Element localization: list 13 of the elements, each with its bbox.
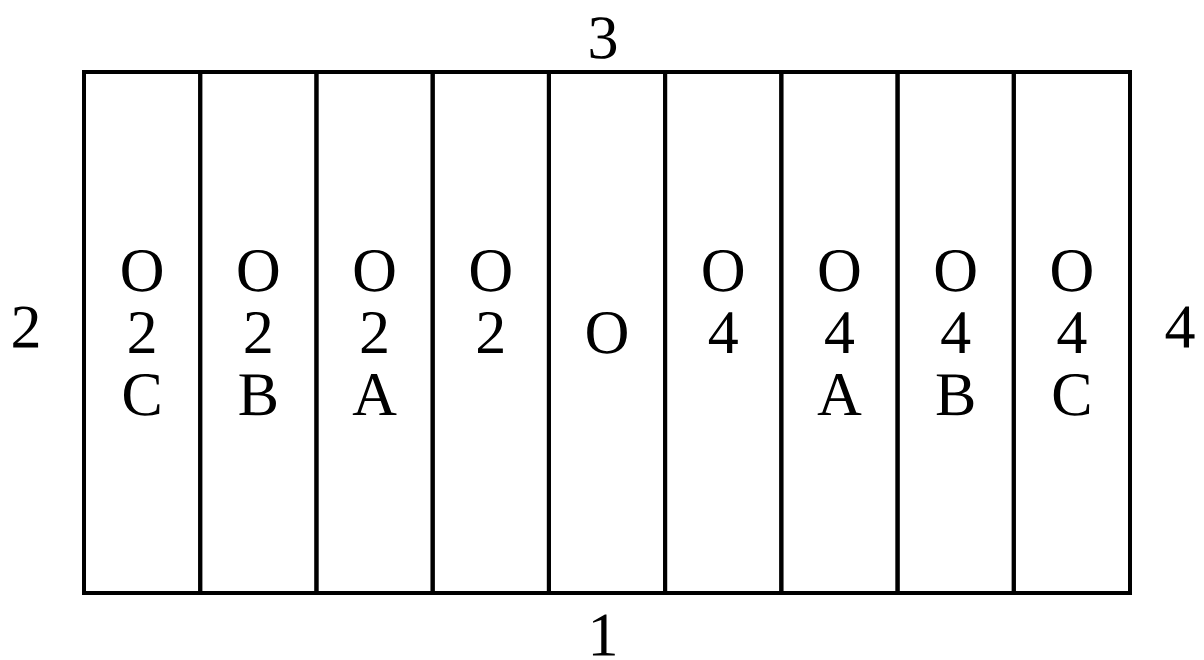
side-label: 3 [590,17,617,59]
column-cell: O [546,70,668,595]
column-cell: O 2 [430,70,551,595]
column-cell: O 4 A [779,70,900,595]
column-cell: O 2 A [314,70,435,595]
column-cell: O 2 B [198,70,319,595]
side-label: 4 [1165,306,1195,348]
column-cell: O 2 C [82,70,203,595]
side-label: 1 [592,614,615,656]
column-cell: O 4 [663,70,784,595]
side-label: 2 [13,306,39,348]
column-cell: O 4 C [1011,70,1132,595]
column-cell: O 4 B [895,70,1016,595]
